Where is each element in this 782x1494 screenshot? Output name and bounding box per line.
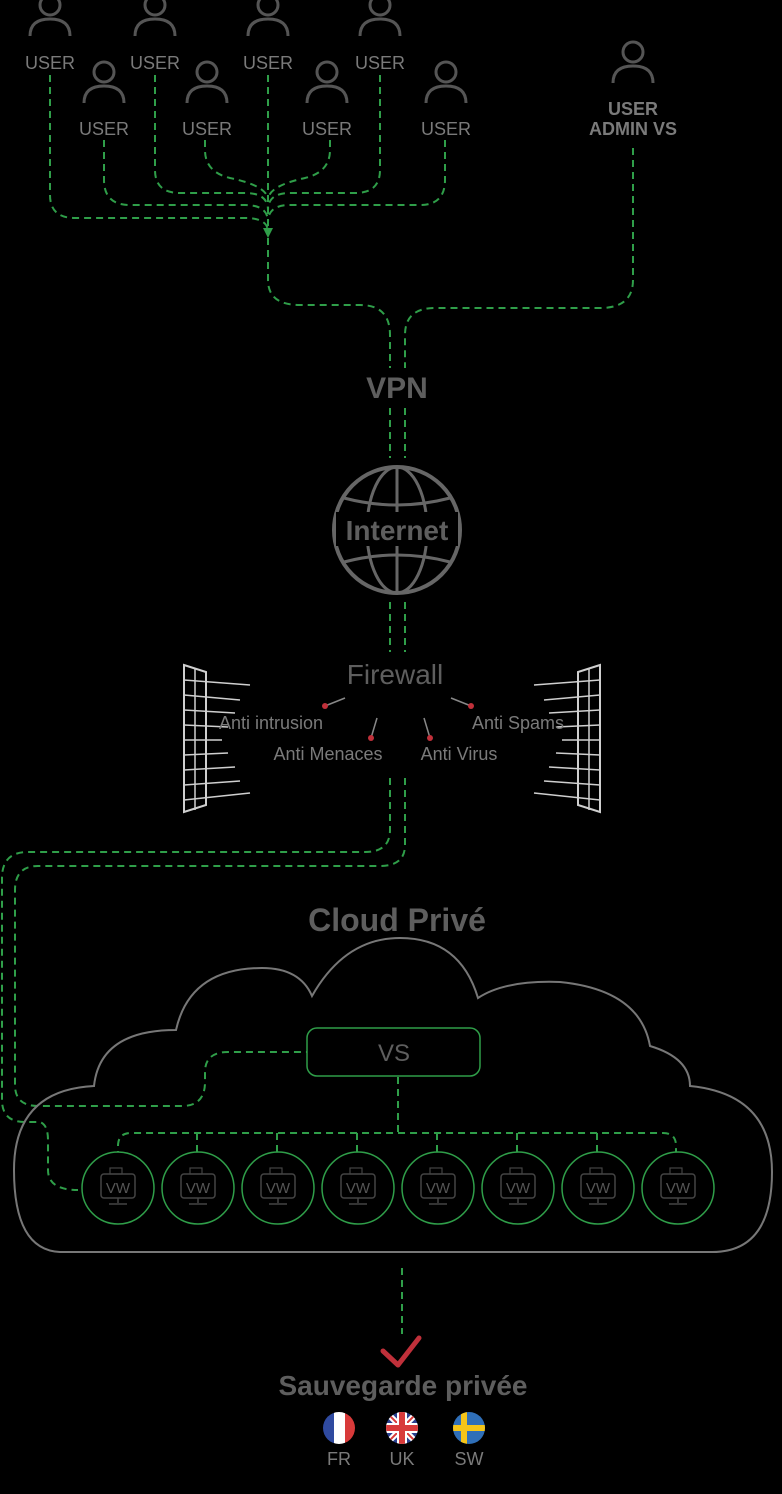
user-icon [133, 0, 177, 38]
vm-tab-icon [349, 1167, 363, 1175]
user-bottom-2: USER [182, 60, 232, 139]
virtual-machine-icon [401, 1151, 475, 1225]
virtual-machine-5: VW [401, 1151, 475, 1225]
vm-label: VW [266, 1180, 291, 1197]
user-bottom-4: USER [421, 60, 471, 139]
virtual-machine-3: VW [241, 1151, 315, 1225]
user-admin-vs: USER ADMIN VS [589, 40, 677, 139]
virtual-machine-icon [561, 1151, 635, 1225]
vm-stand-icon [189, 1198, 207, 1205]
vm-label: VW [426, 1180, 451, 1197]
user-label: USER [25, 53, 75, 73]
user-label: USER [130, 53, 180, 73]
virtual-machine-icon [81, 1151, 155, 1225]
cloud-label: Cloud Privé [308, 902, 486, 938]
backup-label: Sauvegarde privée [278, 1370, 527, 1401]
location-sw: SW [455, 1449, 484, 1469]
feature-anti-intrusion: Anti intrusion [219, 713, 323, 733]
user-label: USER [421, 119, 471, 139]
brick-wall-icon [533, 663, 601, 814]
virtual-machine-2: VW [161, 1151, 235, 1225]
sweden-flag-icon [453, 1412, 485, 1444]
user-label: USER [355, 53, 405, 73]
internet-label: Internet [346, 515, 449, 546]
location-uk: UK [389, 1449, 414, 1469]
cloud-icon [12, 936, 774, 1253]
vm-tab-icon [269, 1167, 283, 1175]
virtual-machine-icon [321, 1151, 395, 1225]
user-label: USER [302, 119, 352, 139]
vm-tab-icon [669, 1167, 683, 1175]
vm-tab-icon [109, 1167, 123, 1175]
admin-label-line1: USER [608, 99, 658, 119]
user-label: USER [182, 119, 232, 139]
feature-anti-spams: Anti Spams [472, 713, 564, 733]
vm-label: VW [186, 1180, 211, 1197]
user-top-1: USER [25, 0, 75, 73]
virtual-machine-1: VW [81, 1151, 155, 1225]
vm-label: VW [106, 1180, 131, 1197]
user-icon [305, 60, 349, 105]
virtual-machine-7: VW [561, 1151, 635, 1225]
location-fr: FR [327, 1449, 351, 1469]
user-label: USER [243, 53, 293, 73]
virtual-machine-4: VW [321, 1151, 395, 1225]
user-icon [611, 40, 655, 85]
vm-stand-icon [589, 1198, 607, 1205]
virtual-machine-icon [641, 1151, 715, 1225]
vm-stand-icon [349, 1198, 367, 1205]
vm-label: VW [586, 1180, 611, 1197]
user-icon [424, 60, 468, 105]
user-icon [82, 60, 126, 105]
vs-label: VS [378, 1040, 410, 1067]
user-bottom-3: USER [302, 60, 352, 139]
feature-anti-virus: Anti Virus [421, 744, 498, 764]
firewall-label: Firewall [347, 659, 443, 690]
uk-flag-icon [386, 1412, 418, 1444]
vm-tab-icon [589, 1167, 603, 1175]
virtual-machine-8: VW [641, 1151, 715, 1225]
user-top-3: USER [243, 0, 293, 73]
admin-label-line2: ADMIN VS [589, 119, 677, 139]
vm-stand-icon [509, 1198, 527, 1205]
vm-label: VW [506, 1180, 531, 1197]
firewall-feature-pointers [322, 697, 474, 741]
user-top-2: USER [130, 0, 180, 73]
virtual-machine-icon [161, 1151, 235, 1225]
brick-wall-icon [183, 663, 251, 814]
vm-tab-icon [509, 1167, 523, 1175]
vm-stand-icon [109, 1198, 127, 1205]
checkmark-icon [380, 1335, 422, 1368]
virtual-machine-icon [241, 1151, 315, 1225]
user-icon [28, 0, 72, 38]
virtual-machines: VW VW VW VW VW VW VW VW [81, 1151, 715, 1225]
vm-stand-icon [429, 1198, 447, 1205]
vm-tab-icon [429, 1167, 443, 1175]
user-top-4: USER [355, 0, 405, 73]
user-bottom-1: USER [79, 60, 129, 139]
user-icon [358, 0, 402, 38]
virtual-machine-icon [481, 1151, 555, 1225]
france-flag-icon [323, 1412, 355, 1444]
vs-box: VS [306, 1027, 481, 1077]
feature-anti-menaces: Anti Menaces [273, 744, 382, 764]
connector-lines [1, 75, 677, 1334]
user-icon [185, 60, 229, 105]
vm-label: VW [666, 1180, 691, 1197]
vm-stand-icon [669, 1198, 687, 1205]
vm-label: VW [346, 1180, 371, 1197]
vpn-label: VPN [366, 372, 428, 405]
user-icon [246, 0, 290, 38]
vm-stand-icon [269, 1198, 287, 1205]
user-label: USER [79, 119, 129, 139]
vm-tab-icon [189, 1167, 203, 1175]
virtual-machine-6: VW [481, 1151, 555, 1225]
